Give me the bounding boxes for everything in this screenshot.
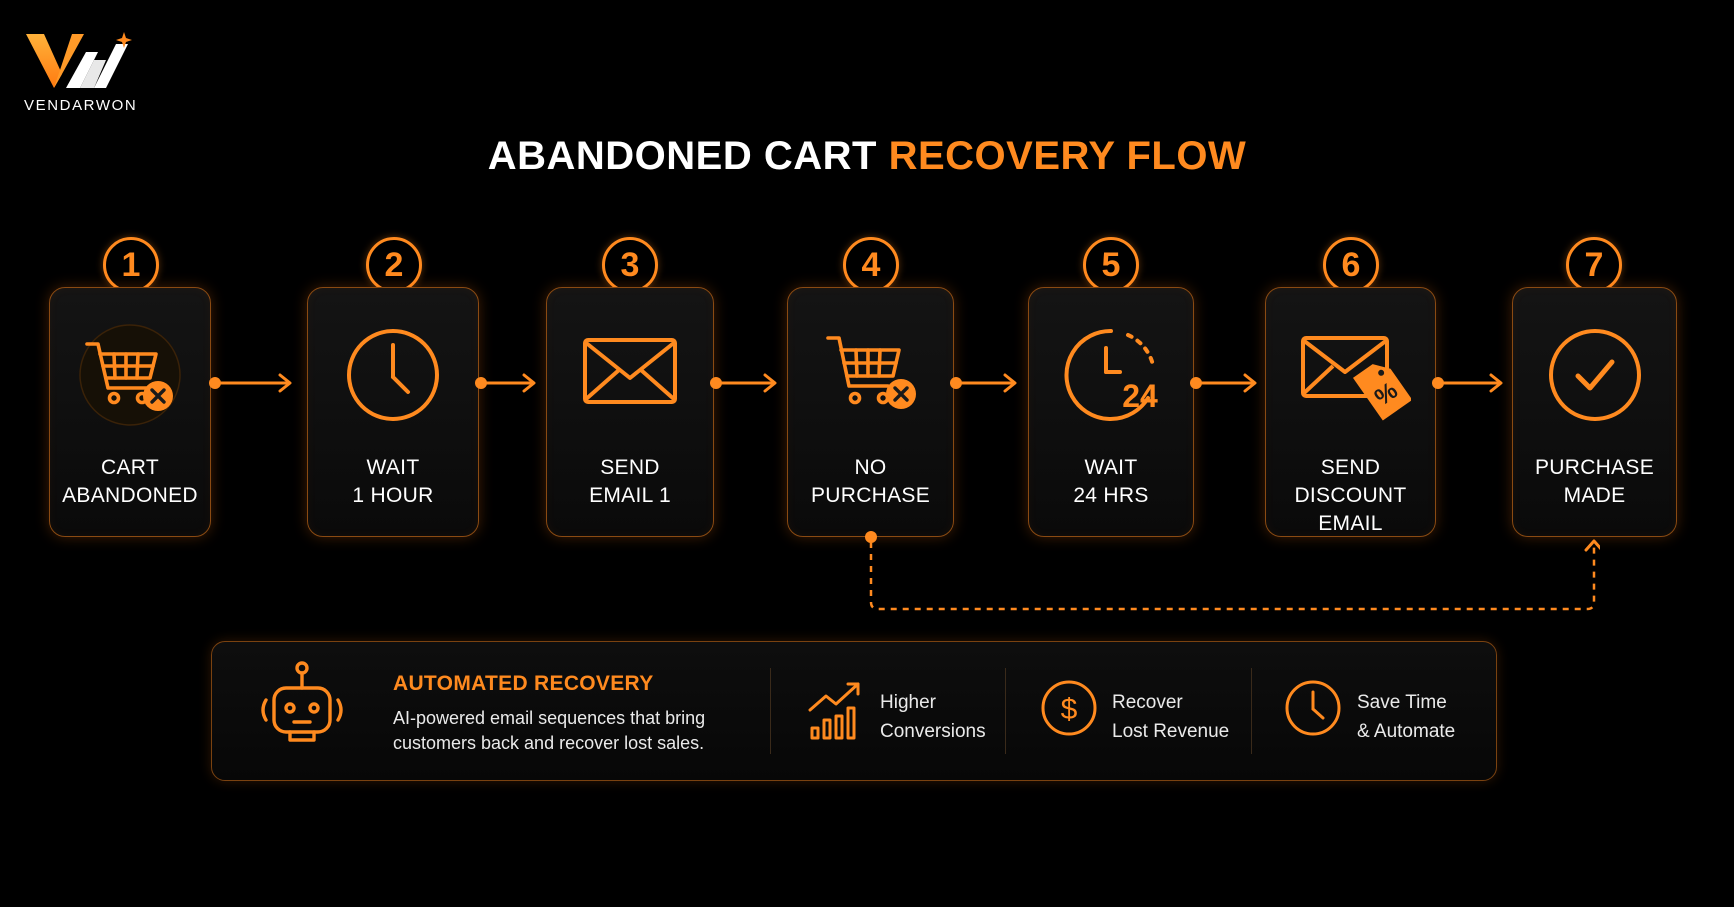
vendarwon-logo-mark	[26, 32, 132, 88]
dollar-circle-icon: $	[1041, 680, 1097, 736]
brand-logo: VENDARWON	[24, 30, 144, 120]
benefit-1-line2: Conversions	[880, 721, 986, 742]
automated-recovery-panel: AUTOMATED RECOVERY AI-powered email sequ…	[211, 641, 1497, 781]
title-part-white: ABANDONED CART	[487, 134, 877, 178]
benefit-3-line2: & Automate	[1357, 721, 1456, 742]
connector-arrow-3-4	[710, 373, 777, 393]
connector-arrow-4-5	[950, 373, 1017, 393]
step-1-line2: ABANDONED	[62, 484, 198, 507]
step-7-line1: PURCHASE	[1534, 456, 1655, 479]
feature-title: AUTOMATED RECOVERY	[393, 672, 654, 695]
step-1-line1: CART	[101, 456, 159, 479]
title-part-orange: RECOVERY FLOW	[888, 134, 1247, 178]
step-5-line2: 24 HRS	[1073, 484, 1149, 507]
step-6-line2: DISCOUNT EMAIL	[1294, 484, 1407, 535]
benefit-3-line1: Save Time	[1357, 692, 1447, 713]
step-5-number: 5	[1083, 237, 1139, 293]
step-3-number: 3	[602, 237, 658, 293]
step-3-card: SEND EMAIL 1	[546, 287, 714, 537]
step-4-number: 4	[843, 237, 899, 293]
step-2-number: 2	[366, 237, 422, 293]
envelope-icon	[547, 320, 713, 430]
step-2-line1: WAIT	[366, 456, 420, 479]
step-1-number: 1	[103, 237, 159, 293]
step-7-number: 7	[1566, 237, 1622, 293]
cart-cancel-icon	[50, 320, 210, 430]
divider	[1005, 668, 1006, 754]
clock-24-text: 24	[1122, 378, 1158, 414]
cart-cancel-icon	[788, 320, 953, 430]
step-6-line1: SEND	[1320, 456, 1381, 479]
brand-name: VENDARWON	[24, 97, 138, 114]
step-2-card: WAIT 1 HOUR	[307, 287, 479, 537]
step-3-line2: EMAIL 1	[589, 484, 671, 507]
feature-description: AI-powered email sequences that bring cu…	[393, 708, 706, 753]
step-7-card: PURCHASE MADE	[1512, 287, 1677, 537]
sparkle-icon	[116, 32, 132, 48]
step-2-line2: 1 HOUR	[352, 484, 434, 507]
connector-arrow-5-6	[1190, 373, 1257, 393]
clock-icon	[1285, 680, 1341, 736]
page-title: ABANDONED CART RECOVERY FLOW	[0, 134, 1734, 179]
step-4-card: NO PURCHASE	[787, 287, 954, 537]
step-6-card: % SEND DISCOUNT EMAIL	[1265, 287, 1436, 537]
step-4-line1: NO	[854, 456, 887, 479]
benefit-1-line1: Higher	[880, 692, 936, 713]
benefit-2-line2: Lost Revenue	[1112, 721, 1230, 742]
step-5-line1: WAIT	[1084, 456, 1138, 479]
divider	[770, 668, 771, 754]
benefit-conversions: Higher Conversions	[880, 688, 986, 746]
svg-text:$: $	[1061, 693, 1078, 726]
benefit-2-line1: Recover	[1112, 692, 1183, 713]
clock-icon	[308, 320, 478, 430]
discount-envelope-icon: %	[1266, 320, 1435, 430]
step-6-number: 6	[1323, 237, 1379, 293]
step-4-line2: PURCHASE	[810, 484, 931, 507]
connector-arrow-2-3	[475, 373, 536, 393]
step-1-card: CART ABANDONED	[49, 287, 211, 537]
benefit-revenue: Recover Lost Revenue	[1112, 688, 1229, 746]
connector-arrow-6-7	[1432, 373, 1503, 393]
check-circle-icon	[1513, 320, 1676, 430]
step-7-line2: MADE	[1563, 484, 1626, 507]
step-3-line1: SEND	[600, 456, 660, 479]
divider	[1251, 668, 1252, 754]
step-5-card: 24 WAIT 24 HRS	[1028, 287, 1194, 537]
benefit-automate: Save Time & Automate	[1357, 688, 1455, 746]
connector-arrow-1-2	[209, 373, 292, 393]
growth-chart-icon	[808, 682, 860, 740]
robot-icon	[261, 661, 343, 742]
dashed-loop-connector	[865, 531, 1600, 611]
clock-24-icon: 24	[1029, 320, 1193, 430]
